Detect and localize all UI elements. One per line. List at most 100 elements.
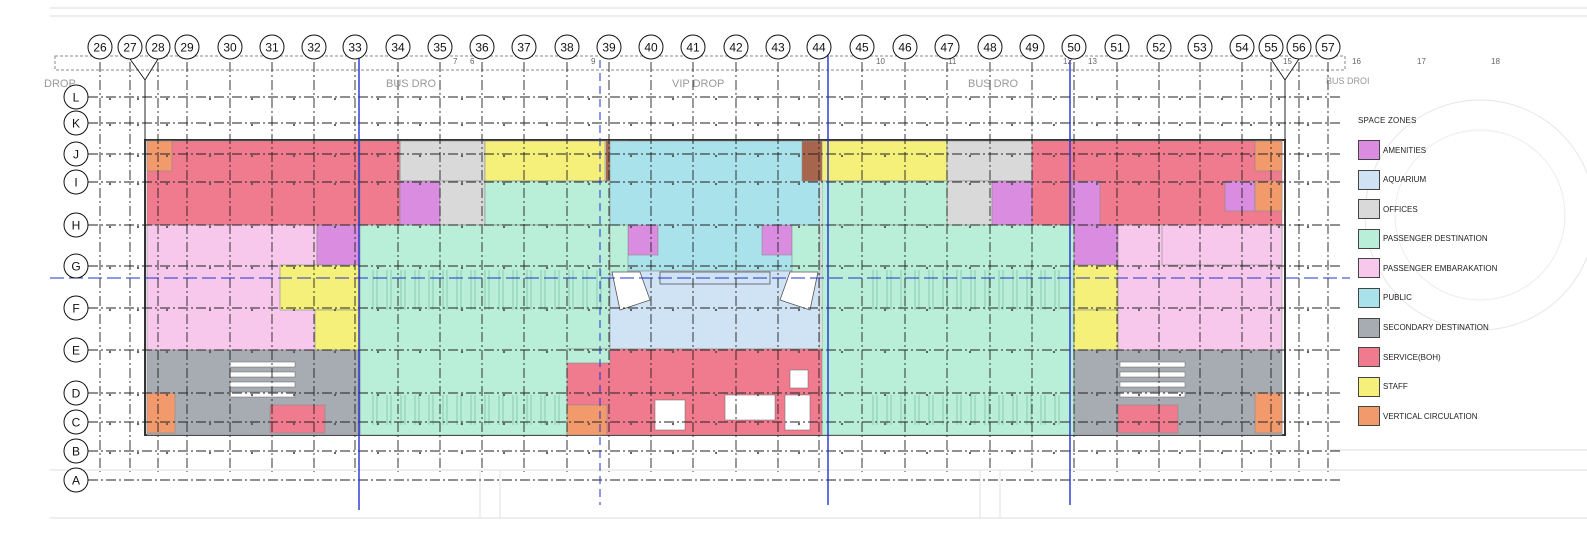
column-dot [840, 154, 844, 158]
legend-item: OFFICES [1358, 198, 1578, 220]
secondary-grid-number: 13 [1088, 57, 1097, 66]
column-dot [1178, 123, 1182, 127]
drop-label-vip: VIP DROP [672, 78, 724, 90]
column-dot [1249, 422, 1253, 426]
row-bubble-A: A [63, 467, 89, 493]
column-dot [1137, 266, 1141, 270]
column-dot [545, 393, 549, 397]
column-dot [136, 350, 140, 354]
column-bubble-48: 48 [977, 34, 1003, 60]
column-dot [797, 154, 801, 158]
column-dot [545, 308, 549, 312]
column-dot [292, 182, 296, 186]
column-dot [1306, 451, 1310, 455]
column-dot [1306, 97, 1310, 101]
column-bubble-28: 28 [145, 34, 171, 60]
column-dot [1220, 123, 1224, 127]
column-dot [840, 350, 844, 354]
column-dot [165, 308, 169, 312]
column-dots [78, 97, 1310, 455]
column-dot [840, 225, 844, 229]
column-dot [968, 225, 972, 229]
secondary-grid-number: 11 [948, 57, 957, 66]
column-dot [250, 266, 254, 270]
column-dot [1052, 225, 1056, 229]
column-dot [1249, 266, 1253, 270]
column-dot [714, 154, 718, 158]
column-dot [376, 225, 380, 229]
column-bubble-label: 57 [1321, 41, 1335, 55]
column-dot [208, 393, 212, 397]
column-dot [502, 225, 506, 229]
column-dot [1277, 422, 1281, 426]
secondary-grid-number: 7 [453, 57, 458, 66]
column-dot [165, 97, 169, 101]
column-dot [1095, 154, 1099, 158]
column-dot [250, 451, 254, 455]
section-lines [50, 40, 1350, 510]
legend-label: VERTICAL CIRCULATION [1383, 411, 1478, 421]
column-bubble-label: 50 [1067, 41, 1081, 55]
column-dot [292, 308, 296, 312]
column-bubble-38: 38 [554, 34, 580, 60]
row-bubble-label: D [72, 387, 81, 401]
column-dot [1178, 451, 1182, 455]
column-dot [1010, 225, 1014, 229]
zone-amenities-left-2 [316, 224, 360, 266]
column-dot [671, 97, 675, 101]
legend-label: AQUARIUM [1383, 175, 1427, 185]
column-dot [1095, 225, 1099, 229]
column-dot [250, 308, 254, 312]
secondary-grid-number: 9 [591, 57, 596, 66]
column-dot [714, 422, 718, 426]
zone-offices-left-2 [439, 180, 486, 226]
legend-swatch [1358, 199, 1380, 220]
column-dot [1052, 154, 1056, 158]
column-dot [797, 393, 801, 397]
column-dot [925, 350, 929, 354]
legend-swatch [1358, 317, 1380, 338]
column-dot [376, 350, 380, 354]
column-dot [545, 154, 549, 158]
column-bubble-label: 47 [940, 41, 954, 55]
column-dot [108, 97, 112, 101]
column-dot [1178, 225, 1182, 229]
column-bubble-label: 37 [517, 41, 531, 55]
column-dot [108, 422, 112, 426]
column-dot [1306, 350, 1310, 354]
column-dot [418, 422, 422, 426]
column-dot [797, 266, 801, 270]
column-dot [1277, 182, 1281, 186]
column-dot [1137, 123, 1141, 127]
column-dot [165, 451, 169, 455]
column-dot [333, 225, 337, 229]
column-dot [587, 451, 591, 455]
column-bubble-label: 36 [475, 41, 489, 55]
column-dot [1249, 97, 1253, 101]
column-dot [460, 350, 464, 354]
column-bubble-label: 41 [686, 41, 700, 55]
column-dot [883, 97, 887, 101]
column-dot [968, 308, 972, 312]
zone-dest-right-top [821, 180, 948, 226]
column-dot [756, 182, 760, 186]
column-dot [250, 123, 254, 127]
legend-item: PASSENGER EMBARAKATION [1358, 257, 1578, 279]
column-dot [208, 266, 212, 270]
column-dot [1306, 182, 1310, 186]
drop-label-left: DROP [44, 78, 76, 90]
column-dot [376, 97, 380, 101]
column-dot [797, 308, 801, 312]
legend-label: PASSENGER EMBARAKATION [1383, 263, 1498, 273]
legend-item: PUBLIC [1358, 287, 1578, 309]
column-dot [714, 350, 718, 354]
row-bubble-I: I [63, 169, 89, 195]
row-bubble-label: E [72, 344, 80, 358]
zone-staff-left-3 [314, 309, 360, 351]
column-dot [1095, 97, 1099, 101]
column-dot [1137, 225, 1141, 229]
column-dot [883, 308, 887, 312]
column-dot [1137, 182, 1141, 186]
column-dot [460, 308, 464, 312]
